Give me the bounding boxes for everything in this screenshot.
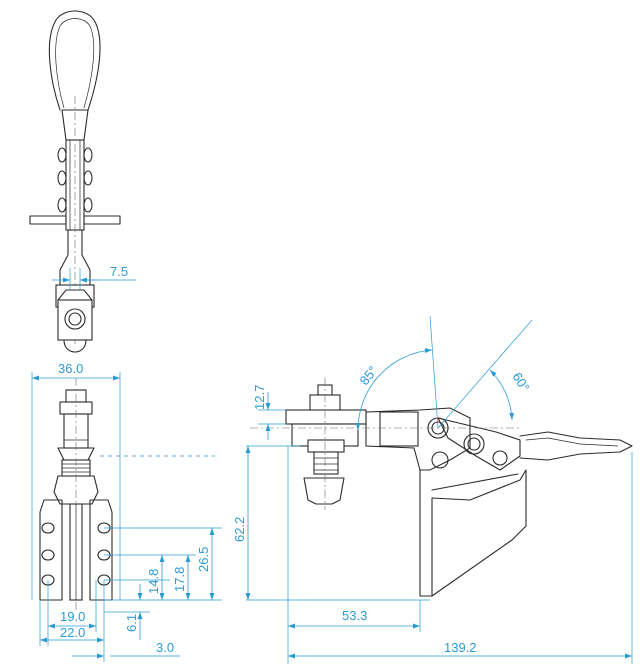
dimension-labels: 7.5 36.0 12.7 85° 60° 62.2 26.5 17.8 14.… (58, 264, 533, 655)
side-view (250, 378, 633, 597)
dim-slot-span-high: 26.5 (196, 547, 211, 572)
dim-hole-pitch-outer: 22.0 (60, 625, 85, 640)
dim-handle-angle: 60° (509, 370, 532, 395)
dim-overall-height: 62.2 (232, 517, 247, 542)
front-view (39, 378, 113, 612)
dimension-lines (31, 268, 633, 664)
dim-pin-width: 7.5 (110, 264, 128, 279)
dim-hole-pitch-inner: 19.0 (60, 609, 85, 624)
dim-spindle-height: 12.7 (252, 385, 267, 410)
dim-base-width: 36.0 (58, 361, 83, 376)
dim-slot-span-low: 14.8 (146, 569, 161, 594)
dim-overall-length: 139.2 (444, 640, 477, 655)
dim-spindle-reach: 53.3 (342, 608, 367, 623)
dim-hole-offset-bottom: 6.1 (124, 614, 139, 632)
dim-slot-span-mid: 17.8 (172, 567, 187, 592)
top-view (29, 10, 121, 353)
dim-bar-thickness: 3.0 (156, 640, 174, 655)
dim-open-angle: 85° (357, 363, 381, 388)
